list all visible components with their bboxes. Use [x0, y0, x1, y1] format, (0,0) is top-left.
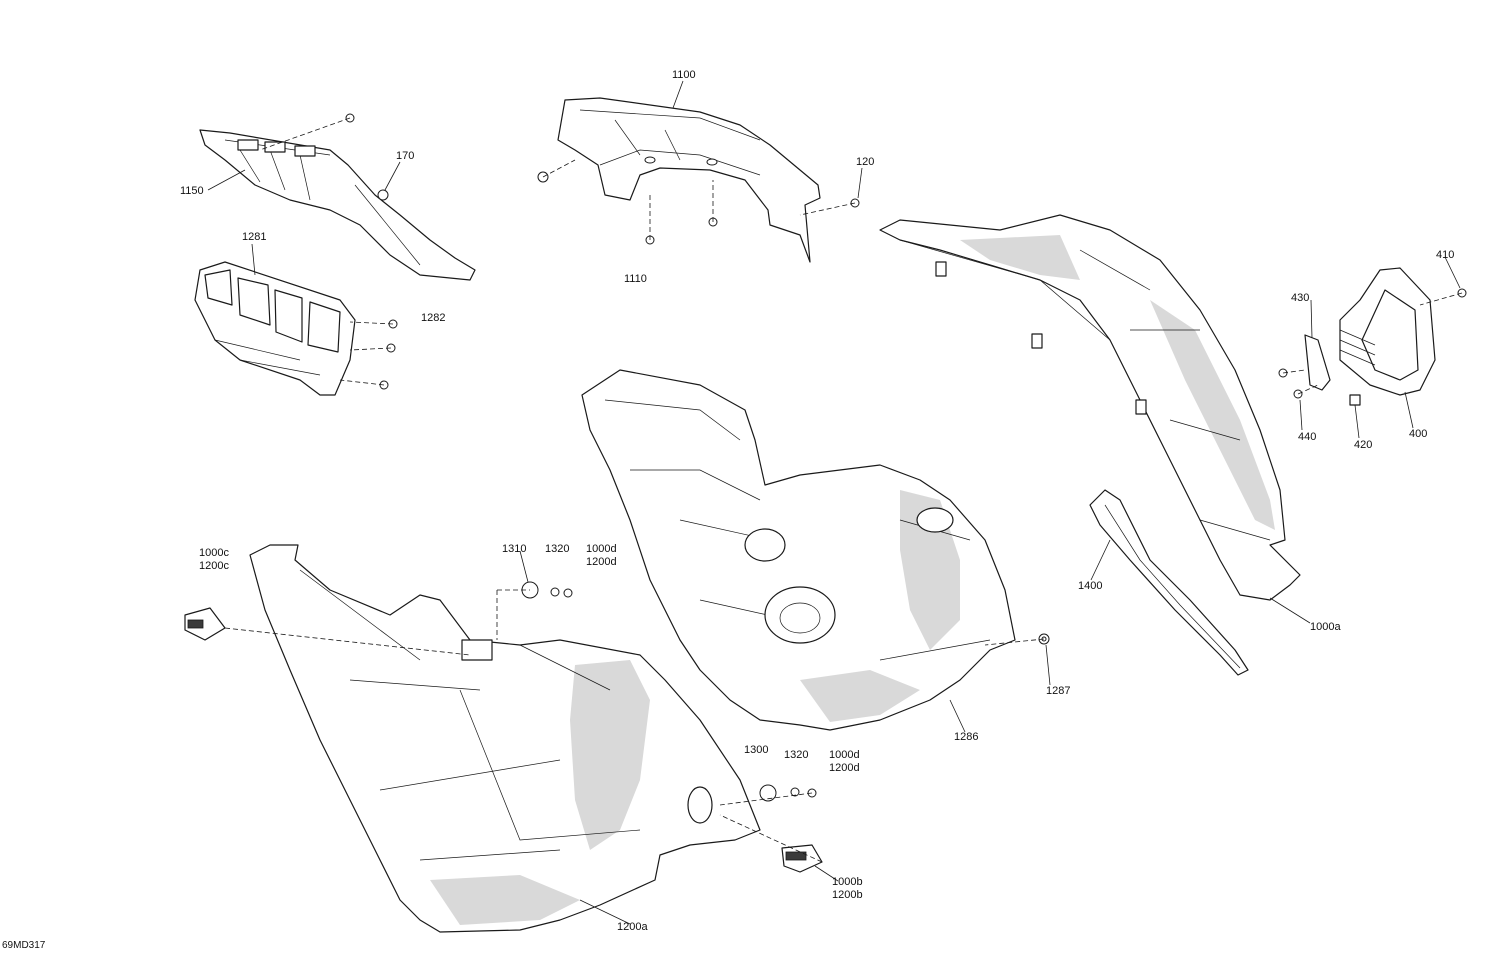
callout-170: 170 — [396, 150, 414, 162]
part-1200a-side-panel — [249, 544, 761, 933]
figure-id: 69MD317 — [2, 940, 46, 951]
assembly-lines — [224, 117, 1463, 863]
callout-1000b: 1000b — [832, 876, 863, 888]
part-1400-trim — [1089, 489, 1249, 676]
callout-1110: 1110 — [624, 273, 647, 285]
part-1000b-light — [781, 844, 823, 873]
callout-420: 420 — [1354, 439, 1372, 451]
part-1150-bracket — [199, 129, 476, 281]
callout-1200d-bottom: 1200d — [829, 762, 860, 774]
callout-1000c: 1000c — [199, 547, 229, 559]
callout-1200a: 1200a — [617, 921, 648, 933]
callout-1200c: 1200c — [199, 560, 229, 572]
callout-1281: 1281 — [242, 231, 266, 243]
callout-1100: 1100 — [672, 69, 696, 81]
leader-lines — [207, 80, 1461, 925]
callout-1000a: 1000a — [1310, 621, 1341, 633]
callout-1150: 1150 — [180, 185, 204, 197]
part-1286-tunnel — [581, 369, 1016, 731]
fasteners-1282 — [379, 319, 398, 390]
callout-440: 440 — [1298, 431, 1316, 443]
callout-1000d-top: 1000d — [586, 543, 617, 555]
callout-labels: 1100 170 1150 120 1110 1281 1282 410 430… — [180, 69, 1454, 933]
part-1100-console — [557, 97, 821, 263]
callout-120: 120 — [856, 156, 874, 168]
part-1281-grille — [194, 261, 356, 396]
callout-1320-top: 1320 — [545, 543, 569, 555]
part-1000a-side-panel — [879, 214, 1301, 601]
callout-1286: 1286 — [954, 731, 978, 743]
callout-1200d-top: 1200d — [586, 556, 617, 568]
callout-1000d-bottom: 1000d — [829, 749, 860, 761]
callout-1320-bottom: 1320 — [784, 749, 808, 761]
part-1000c-light — [184, 607, 226, 641]
callout-1310: 1310 — [502, 543, 526, 555]
callout-410: 410 — [1436, 249, 1454, 261]
callout-1300: 1300 — [744, 744, 768, 756]
part-430-bracket — [1304, 334, 1331, 391]
callout-400: 400 — [1409, 428, 1427, 440]
callout-1400: 1400 — [1078, 580, 1102, 592]
callout-1287: 1287 — [1046, 685, 1070, 697]
callout-430: 430 — [1291, 292, 1309, 304]
fasteners-1300-group — [759, 784, 817, 802]
callout-1282: 1282 — [421, 312, 445, 324]
callout-1200b: 1200b — [832, 889, 863, 901]
part-400-vent — [1339, 267, 1436, 396]
